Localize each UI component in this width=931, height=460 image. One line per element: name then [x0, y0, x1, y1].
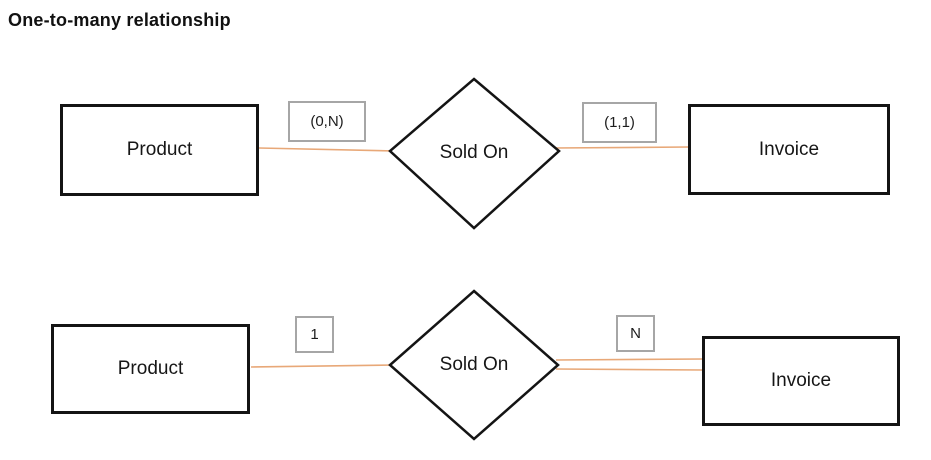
connector-product-soldon-bottom [250, 364, 396, 368]
entity-product-bottom: Product [51, 324, 250, 414]
entity-label: Product [126, 139, 193, 160]
connector-soldon-invoice-bottom-lower [555, 368, 704, 371]
relationship-diamond-top [388, 77, 561, 230]
connector-soldon-invoice-top [552, 146, 690, 149]
cardinality-badge-right-bottom: N [616, 315, 655, 352]
connector-soldon-invoice-bottom-upper [555, 358, 704, 361]
relationship-diamond-bottom [388, 289, 560, 441]
page-title: One-to-many relationship [8, 10, 231, 30]
entity-label: Product [117, 358, 184, 379]
cardinality-label: 1 [310, 326, 319, 343]
cardinality-badge-left-bottom: 1 [295, 316, 334, 353]
cardinality-label: (0,N) [310, 113, 344, 130]
cardinality-badge-right-top: (1,1) [582, 102, 657, 143]
entity-invoice-top: Invoice [688, 104, 890, 195]
entity-label: Invoice [758, 138, 820, 160]
entity-product-top: Product [60, 104, 259, 196]
connector-product-soldon-top [258, 147, 396, 152]
cardinality-label: (1,1) [604, 114, 635, 131]
cardinality-badge-left-top: (0,N) [288, 101, 366, 142]
cardinality-label: N [630, 325, 641, 342]
entity-invoice-bottom: Invoice [702, 336, 900, 426]
entity-label: Invoice [770, 370, 832, 391]
